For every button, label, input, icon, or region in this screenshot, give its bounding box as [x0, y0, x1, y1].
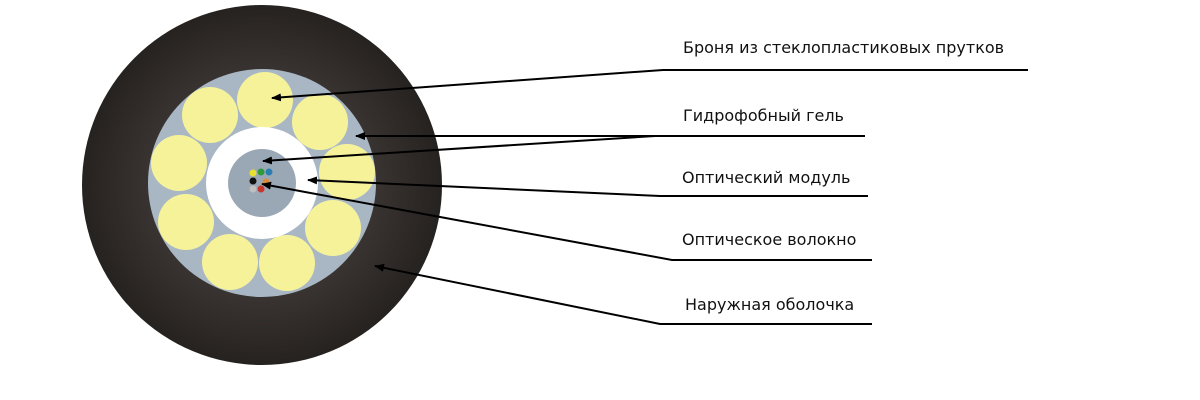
optical-fibers	[249, 168, 273, 193]
fiberglass-rod	[151, 135, 207, 191]
label-gel: Гидрофобный гель	[683, 106, 844, 125]
leader-fiber	[261, 181, 872, 261]
optical-fiber	[257, 168, 265, 176]
optical-fiber	[249, 177, 257, 185]
leader-sheath	[374, 263, 872, 325]
fiberglass-rod	[182, 87, 238, 143]
fiberglass-rod	[292, 94, 348, 150]
leader-gel-2	[262, 135, 656, 165]
label-module: Оптический модуль	[682, 168, 851, 187]
label-sheath: Наружная оболочка	[685, 295, 855, 314]
fiberglass-rod	[158, 194, 214, 250]
optical-fiber	[249, 185, 257, 193]
fiberglass-rod	[305, 200, 361, 256]
label-fiber: Оптическое волокно	[682, 230, 857, 249]
leader-armor	[271, 69, 1028, 102]
optical-fiber	[257, 185, 265, 193]
fiberglass-rod	[202, 234, 258, 290]
fiberglass-rod	[237, 72, 293, 128]
optical-fiber	[265, 168, 273, 176]
optical-fiber	[249, 169, 257, 177]
leader-module	[307, 176, 868, 197]
fiberglass-rods	[151, 72, 375, 291]
fiberglass-rod	[319, 144, 375, 200]
fiberglass-rod	[259, 235, 315, 291]
label-armor: Броня из стеклопластиковых прутков	[683, 38, 1005, 57]
